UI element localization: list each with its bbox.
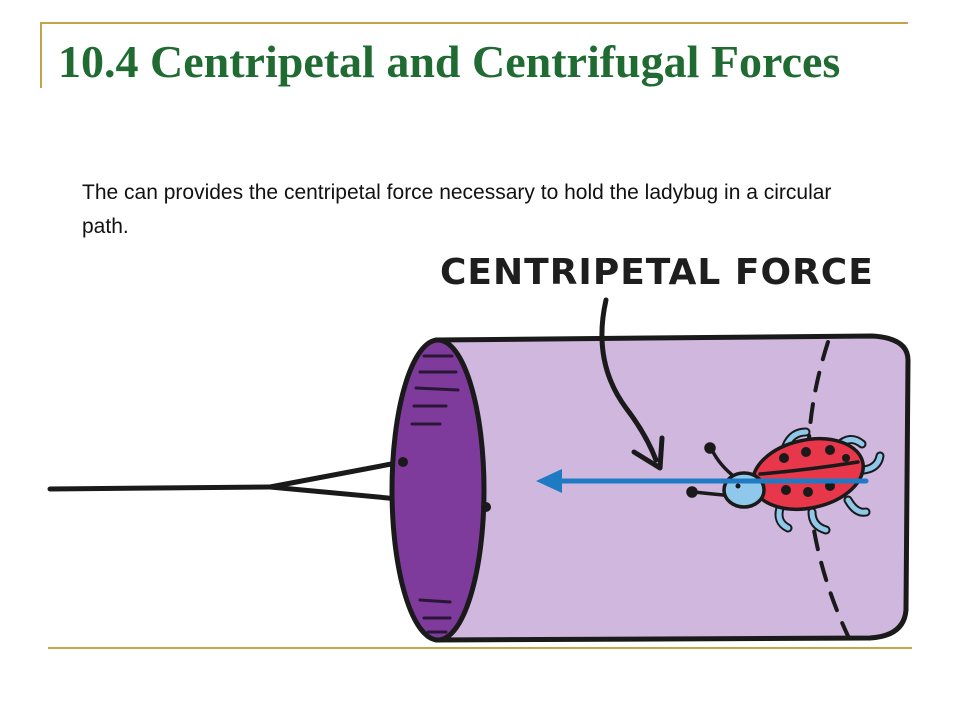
can-open-end (389, 337, 487, 643)
label-pointer-arrow (599, 297, 659, 463)
bottom-rule (48, 647, 912, 649)
slide-title: 10.4 Centripetal and Centrifugal Forces (58, 36, 841, 87)
body-text: The can provides the centripetal force n… (82, 181, 832, 238)
ladybug (686, 427, 885, 535)
label-pointer-arrowhead (631, 435, 665, 471)
can-back-rim (806, 340, 850, 638)
string-knot-bottom (481, 502, 491, 512)
string-knot-top (398, 457, 408, 467)
can-end-hatching (410, 354, 460, 634)
title-rule-top (40, 22, 908, 24)
title-rule-left (40, 22, 42, 88)
can-body (433, 333, 911, 643)
force-label: CENTRIPETAL FORCE (440, 252, 874, 293)
centripetal-force-arrow (536, 469, 869, 493)
